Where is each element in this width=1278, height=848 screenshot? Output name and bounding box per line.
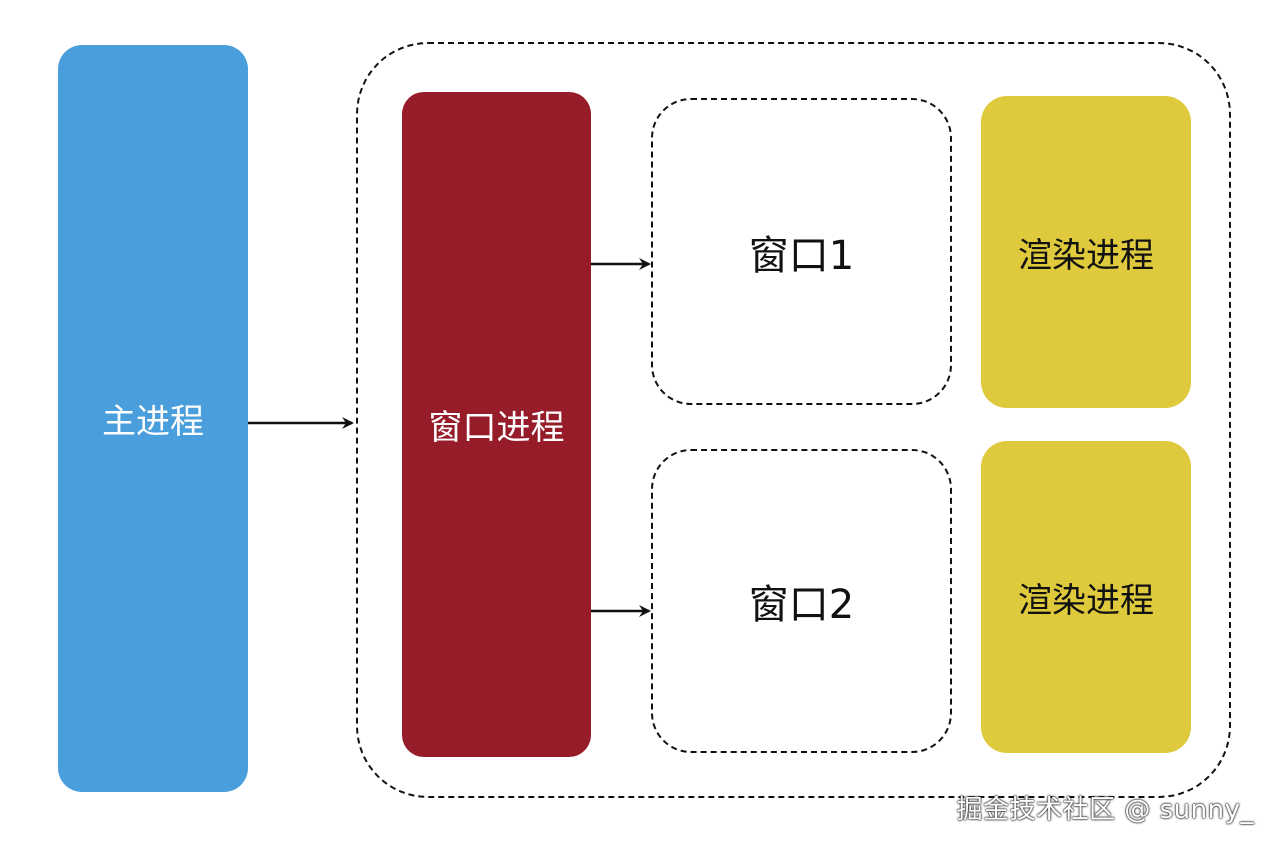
render-process-1-label: 渲染进程	[1018, 235, 1154, 276]
render-process-2-label: 渲染进程	[1018, 580, 1154, 621]
main-process-label: 主进程	[102, 402, 204, 442]
render-process-1-node: 渲染进程	[981, 96, 1191, 408]
window-process-group-container	[356, 42, 1231, 798]
window-2-label: 窗口2	[748, 582, 855, 628]
window-process-node: 窗口进程	[402, 92, 591, 757]
render-process-2-node: 渲染进程	[981, 441, 1191, 753]
main-process-node: 主进程	[58, 45, 248, 792]
window-process-label: 窗口进程	[428, 408, 565, 448]
window-1-label: 窗口1	[748, 232, 855, 279]
window-1-node: 窗口1	[651, 98, 952, 405]
window-2-node: 窗口2	[651, 449, 952, 753]
watermark: 掘金技术社区 @ sunny_	[956, 795, 1254, 825]
